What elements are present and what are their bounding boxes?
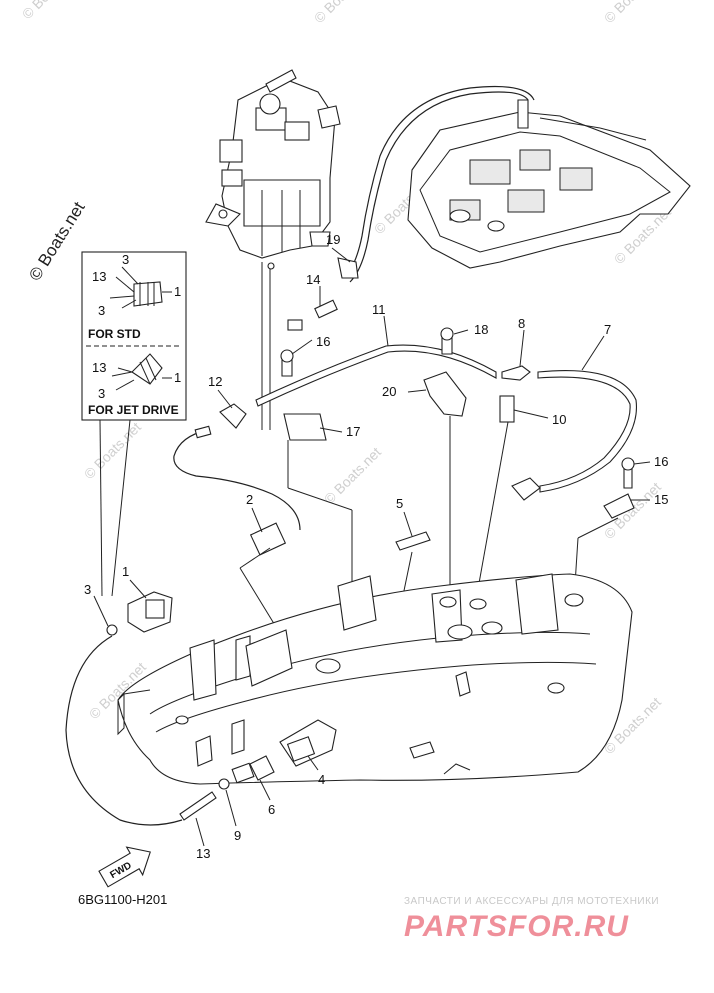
inset-std-label-1: 1 (174, 284, 181, 299)
callout-11: 11 (372, 302, 386, 317)
holder-17 (283, 413, 327, 441)
callout-19: 19 (326, 232, 340, 247)
clip-15 (603, 493, 635, 519)
hose-7 (537, 369, 638, 493)
watermark: © Boats.net (19, 0, 82, 22)
inset-jet-label-3: 3 (98, 386, 105, 401)
hose-11 (255, 344, 497, 407)
callout-5: 5 (396, 496, 403, 511)
callout-9: 9 (234, 828, 241, 843)
part-14 (287, 319, 303, 331)
inset-std-label-3b: 3 (98, 303, 105, 318)
hose-13 (179, 791, 217, 821)
callout-10: 10 (552, 412, 566, 427)
callout-leaders (93, 247, 651, 847)
callout-8: 8 (518, 316, 525, 331)
clip-19 (337, 257, 359, 279)
inset-jet-label-13: 13 (92, 360, 106, 375)
brand-logo-text: PARTSFOR.RU (404, 910, 629, 943)
callout-2: 2 (246, 492, 253, 507)
brand-tagline: ЗАПЧАСТИ И АКСЕССУАРЫ ДЛЯ МОТОТЕХНИКИ (404, 896, 659, 907)
ring-3 (106, 624, 118, 636)
callout-4: 4 (318, 772, 325, 787)
fitting-15-left (511, 477, 541, 501)
callout-7: 7 (604, 322, 611, 337)
callout-16-right: 16 (654, 454, 668, 469)
joint-8 (501, 365, 531, 381)
hose-10 (499, 395, 515, 423)
watermark: © Boats.net (81, 419, 144, 482)
callout-numbers: 19 14 11 8 7 16 18 12 20 17 10 16 15 2 5… (84, 232, 668, 861)
inset-std-label-13: 13 (92, 269, 106, 284)
callout-13: 13 (196, 846, 210, 861)
screw-5 (395, 531, 431, 551)
callout-3: 3 (84, 582, 91, 597)
hose-upper (349, 91, 529, 283)
callout-17: 17 (346, 424, 360, 439)
inset-std-label-3: 3 (122, 252, 129, 267)
callout-15: 15 (654, 492, 668, 507)
fwd-arrow: FWD (98, 846, 151, 888)
joint-12 (219, 403, 247, 429)
callout-6: 6 (268, 802, 275, 817)
callout-14: 14 (306, 272, 320, 287)
ring-9 (218, 778, 230, 790)
callout-18: 18 (474, 322, 488, 337)
inset-jet-label-1: 1 (174, 370, 181, 385)
inset-jet-title: FOR JET DRIVE (88, 403, 179, 417)
watermark: © Boats.net (321, 444, 384, 507)
inset-box: 3 13 3 1 FOR STD 13 3 1 FOR JET DRIVE (81, 251, 187, 597)
hose-12-loop (173, 429, 301, 531)
callout-12: 12 (208, 374, 222, 389)
watermark: © Boats.net (311, 0, 374, 26)
hose-network (173, 257, 638, 556)
copyright-text: © Boats.net (25, 198, 88, 284)
cowling-top-plate (407, 99, 691, 269)
nut-6 (249, 755, 275, 781)
clip-20 (423, 371, 467, 417)
brand-logo: ЗАПЧАСТИ И АКСЕССУАРЫ ДЛЯ МОТОТЕХНИКИ PA… (404, 896, 659, 943)
bottom-cowling (117, 573, 633, 785)
callout-1: 1 (122, 564, 129, 579)
watermark: © Boats.net (601, 0, 664, 26)
hose-13-loop (65, 635, 183, 826)
hose-upper-outer (343, 85, 535, 279)
callout-20: 20 (382, 384, 396, 399)
inset-std-title: FOR STD (88, 327, 141, 341)
callout-16-upper: 16 (316, 334, 330, 349)
front-fittings (65, 591, 337, 826)
diagram-code: 6BG1100-H201 (78, 892, 167, 907)
engine-assembly (205, 69, 341, 430)
part-2 (249, 522, 287, 556)
